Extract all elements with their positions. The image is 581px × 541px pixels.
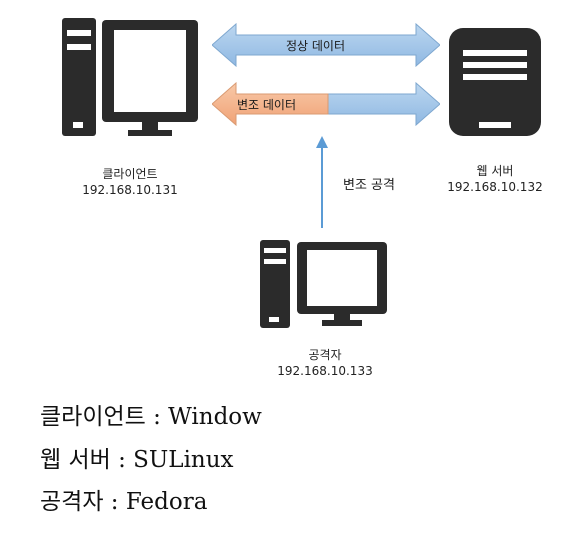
server-name: 웹 서버	[476, 164, 514, 178]
forged-data-arrow	[212, 82, 440, 126]
server-label: 웹 서버 192.168.10.132	[425, 163, 565, 195]
server-os-line: 웹 서버 : SULinux	[40, 447, 234, 473]
attacker-label: 공격자 192.168.10.133	[255, 347, 395, 379]
attack-label: 변조 공격	[343, 178, 395, 193]
attacker-os-line: 공격자 : Fedora	[40, 489, 208, 515]
server-ip: 192.168.10.132	[447, 180, 543, 194]
attacker-ip: 192.168.10.133	[277, 364, 373, 378]
attack-arrow	[316, 136, 328, 228]
web-server-icon	[449, 28, 541, 136]
attacker-name: 공격자	[308, 348, 342, 362]
client-label: 클라이언트 192.168.10.131	[60, 166, 200, 198]
client-name: 클라이언트	[102, 167, 158, 181]
forged-data-label: 변조 데이터	[237, 98, 297, 112]
attacker-computer-icon	[260, 240, 387, 328]
client-computer-icon	[62, 18, 198, 136]
normal-data-arrow	[212, 23, 440, 67]
client-os-line: 클라이언트 : Window	[40, 404, 262, 430]
client-ip: 192.168.10.131	[82, 183, 178, 197]
normal-data-label: 정상 데이터	[286, 39, 346, 53]
